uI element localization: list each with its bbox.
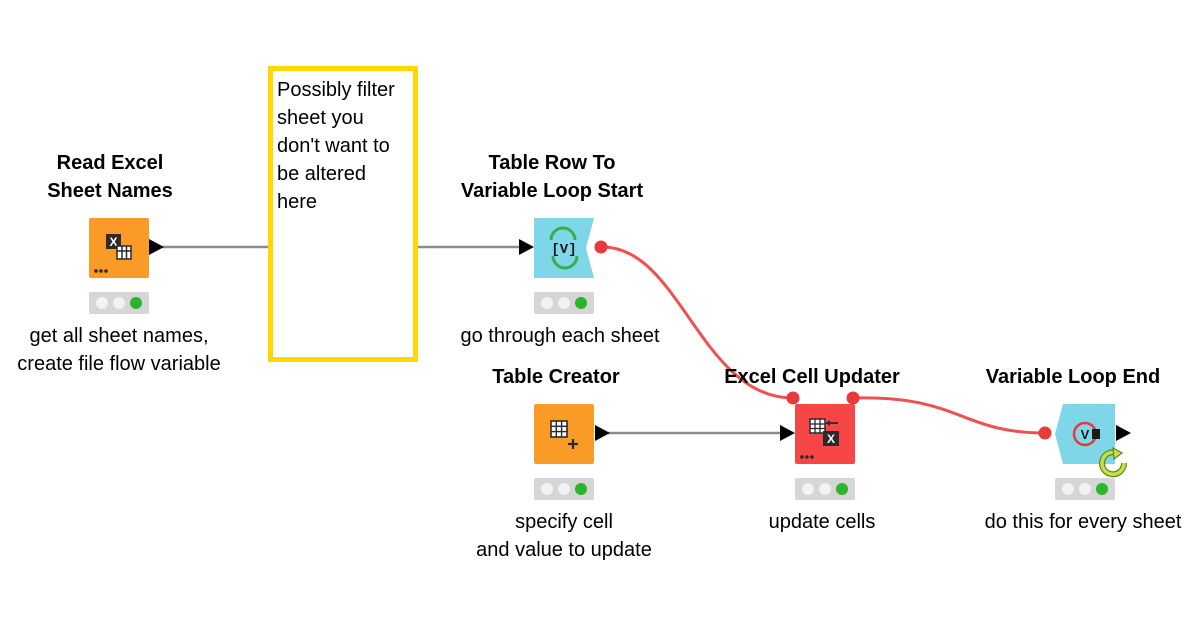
node-title-loop-start[interactable]: Table Row To Variable Loop Start [460,152,644,202]
node-description-cell-updater[interactable]: update cells [768,511,876,533]
status-light-red [802,483,814,495]
node-table-creator[interactable] [534,404,594,464]
status-traffic-light-cell-updater [795,478,855,500]
status-traffic-light-loop-end [1055,478,1115,500]
variable-loop-start-icon: [V] [534,218,594,278]
status-light-yellow [819,483,831,495]
node-title-read-excel[interactable]: Read Excel Sheet Names [47,152,173,202]
status-light-green [130,297,142,309]
status-light-red [541,483,553,495]
variable-loop-end-icon: V [1055,404,1115,464]
status-light-green [836,483,848,495]
variable-port-updater-out[interactable] [846,391,860,405]
node-read-excel-sheet-names[interactable]: X [89,218,149,278]
status-traffic-light-read-excel [89,292,149,314]
node-description-table-creator[interactable]: specify cell and value to update [476,511,652,561]
node-description-loop-end[interactable]: do this for every sheet [984,511,1182,533]
status-light-green [575,297,587,309]
node-title-cell-updater[interactable]: Excel Cell Updater [724,366,900,388]
status-light-red [541,297,553,309]
workflow-annotation[interactable]: Possibly filter sheet you don't want to … [268,66,418,362]
status-light-yellow [1079,483,1091,495]
excel-update-icon: X [795,404,855,464]
variable-connection-loopstart-to-updater[interactable] [600,245,794,400]
status-light-green [1096,483,1108,495]
status-light-red [1062,483,1074,495]
variable-port-updater-in[interactable] [786,391,800,405]
variable-port-loopend-in[interactable] [1038,426,1052,440]
status-traffic-light-table-creator [534,478,594,500]
node-description-read-excel[interactable]: get all sheet names, create file flow va… [17,325,221,375]
output-port-read-excel[interactable] [149,239,164,255]
status-light-red [96,297,108,309]
status-light-yellow [113,297,125,309]
node-title-table-creator[interactable]: Table Creator [492,366,620,388]
node-title-loop-end[interactable]: Variable Loop End [985,366,1161,388]
excel-sheet-icon: X [89,218,149,278]
status-light-yellow [558,297,570,309]
svg-text:X: X [109,235,117,249]
node-variable-loop-end[interactable]: V [1055,404,1115,464]
node-table-row-to-variable-loop-start[interactable]: [V] [534,218,594,278]
status-traffic-light-loop-start [534,292,594,314]
input-port-loopstart[interactable] [519,239,534,255]
variable-connection-updater-to-loopend[interactable] [852,396,1046,435]
svg-text:[V]: [V] [551,242,576,258]
output-port-table-creator[interactable] [595,425,610,441]
svg-text:V: V [1081,427,1090,442]
status-light-yellow [558,483,570,495]
node-excel-cell-updater[interactable]: X [795,404,855,464]
output-port-loop-end[interactable] [1116,425,1131,441]
input-port-updater[interactable] [780,425,795,441]
variable-port-loopstart-out[interactable] [594,240,608,254]
table-create-icon [534,404,594,464]
svg-text:X: X [827,432,835,446]
loop-refresh-icon [1096,447,1130,481]
node-description-loop-start[interactable]: go through each sheet [460,325,660,347]
status-light-green [575,483,587,495]
